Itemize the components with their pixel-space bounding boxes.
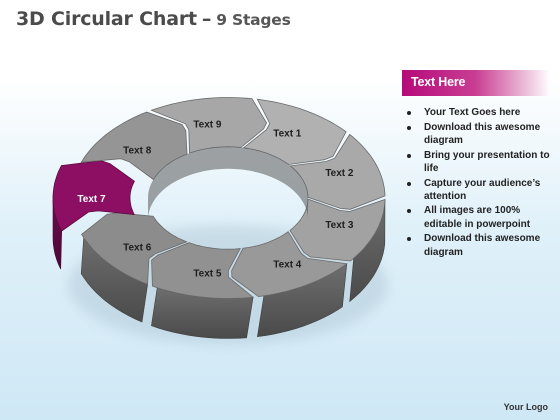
- stage-label: Text 7: [77, 194, 106, 205]
- stage-label: Text 3: [325, 220, 354, 231]
- stage-label: Text 4: [273, 260, 302, 271]
- title-separator: –: [201, 8, 212, 30]
- ring-side-walls: [52, 199, 386, 339]
- stage-label: Text 8: [123, 145, 152, 156]
- stage-segment: [52, 160, 136, 232]
- bullet-text: Download this awesome diagram: [424, 233, 541, 258]
- title-subtitle: 9 Stages: [216, 11, 291, 29]
- bullet-dot-icon: [407, 181, 411, 186]
- bullet-text: Your Text Goes here: [424, 107, 521, 118]
- stage-segment: [81, 212, 188, 285]
- bullet-dot-icon: [407, 111, 411, 115]
- bullet-item: Your Text Goes here: [402, 106, 550, 119]
- stage-label: Text 6: [123, 243, 152, 254]
- stage-segment: [242, 98, 347, 165]
- bullet-text: Capture your audience’s attention: [424, 177, 541, 202]
- bullet-dot-icon: [407, 125, 411, 130]
- bullet-item: Bring your presentation to life: [402, 149, 550, 175]
- bullet-dot-icon: [407, 209, 411, 214]
- stage-segment: [231, 231, 348, 298]
- stage-labels: Text 1 Text 2 Text 3 Text 4 Text 5 Text 6 Text…: [77, 119, 353, 279]
- bullet-item: All images are 100% editable in powerpoi…: [402, 204, 550, 230]
- stage-label: Text 9: [193, 119, 222, 130]
- stage-label: Text 5: [193, 269, 222, 280]
- bullet-item: Download this awesome diagram: [402, 121, 550, 147]
- bullet-text: All images are 100% editable in powerpoi…: [424, 205, 531, 230]
- bullet-text: Bring your presentation to life: [424, 149, 550, 174]
- logo-text: Your Logo: [503, 402, 548, 412]
- panel-header: Text Here: [402, 70, 550, 96]
- stage-segment: [151, 242, 255, 299]
- ring-top-faces: [52, 97, 386, 299]
- bullet-dot-icon: [407, 153, 411, 158]
- bullet-text: Download this awesome diagram: [424, 121, 541, 146]
- circular-diagram: Text 1 Text 2 Text 3 Text 4 Text 5 Text 6 Text…: [52, 97, 388, 345]
- ring-inner-wall: [148, 146, 308, 220]
- bullet-item: Download this awesome diagram: [402, 232, 550, 258]
- panel-title: Text Here: [411, 75, 466, 89]
- title-main: 3D Circular Chart: [16, 8, 197, 30]
- stage-label: Text 1: [273, 128, 302, 139]
- stage-label: Text 2: [325, 168, 354, 179]
- bullet-item: Capture your audience’s attention: [402, 177, 550, 203]
- bullet-dot-icon: [407, 237, 411, 242]
- page-title: 3D Circular Chart–9 Stages: [16, 6, 291, 33]
